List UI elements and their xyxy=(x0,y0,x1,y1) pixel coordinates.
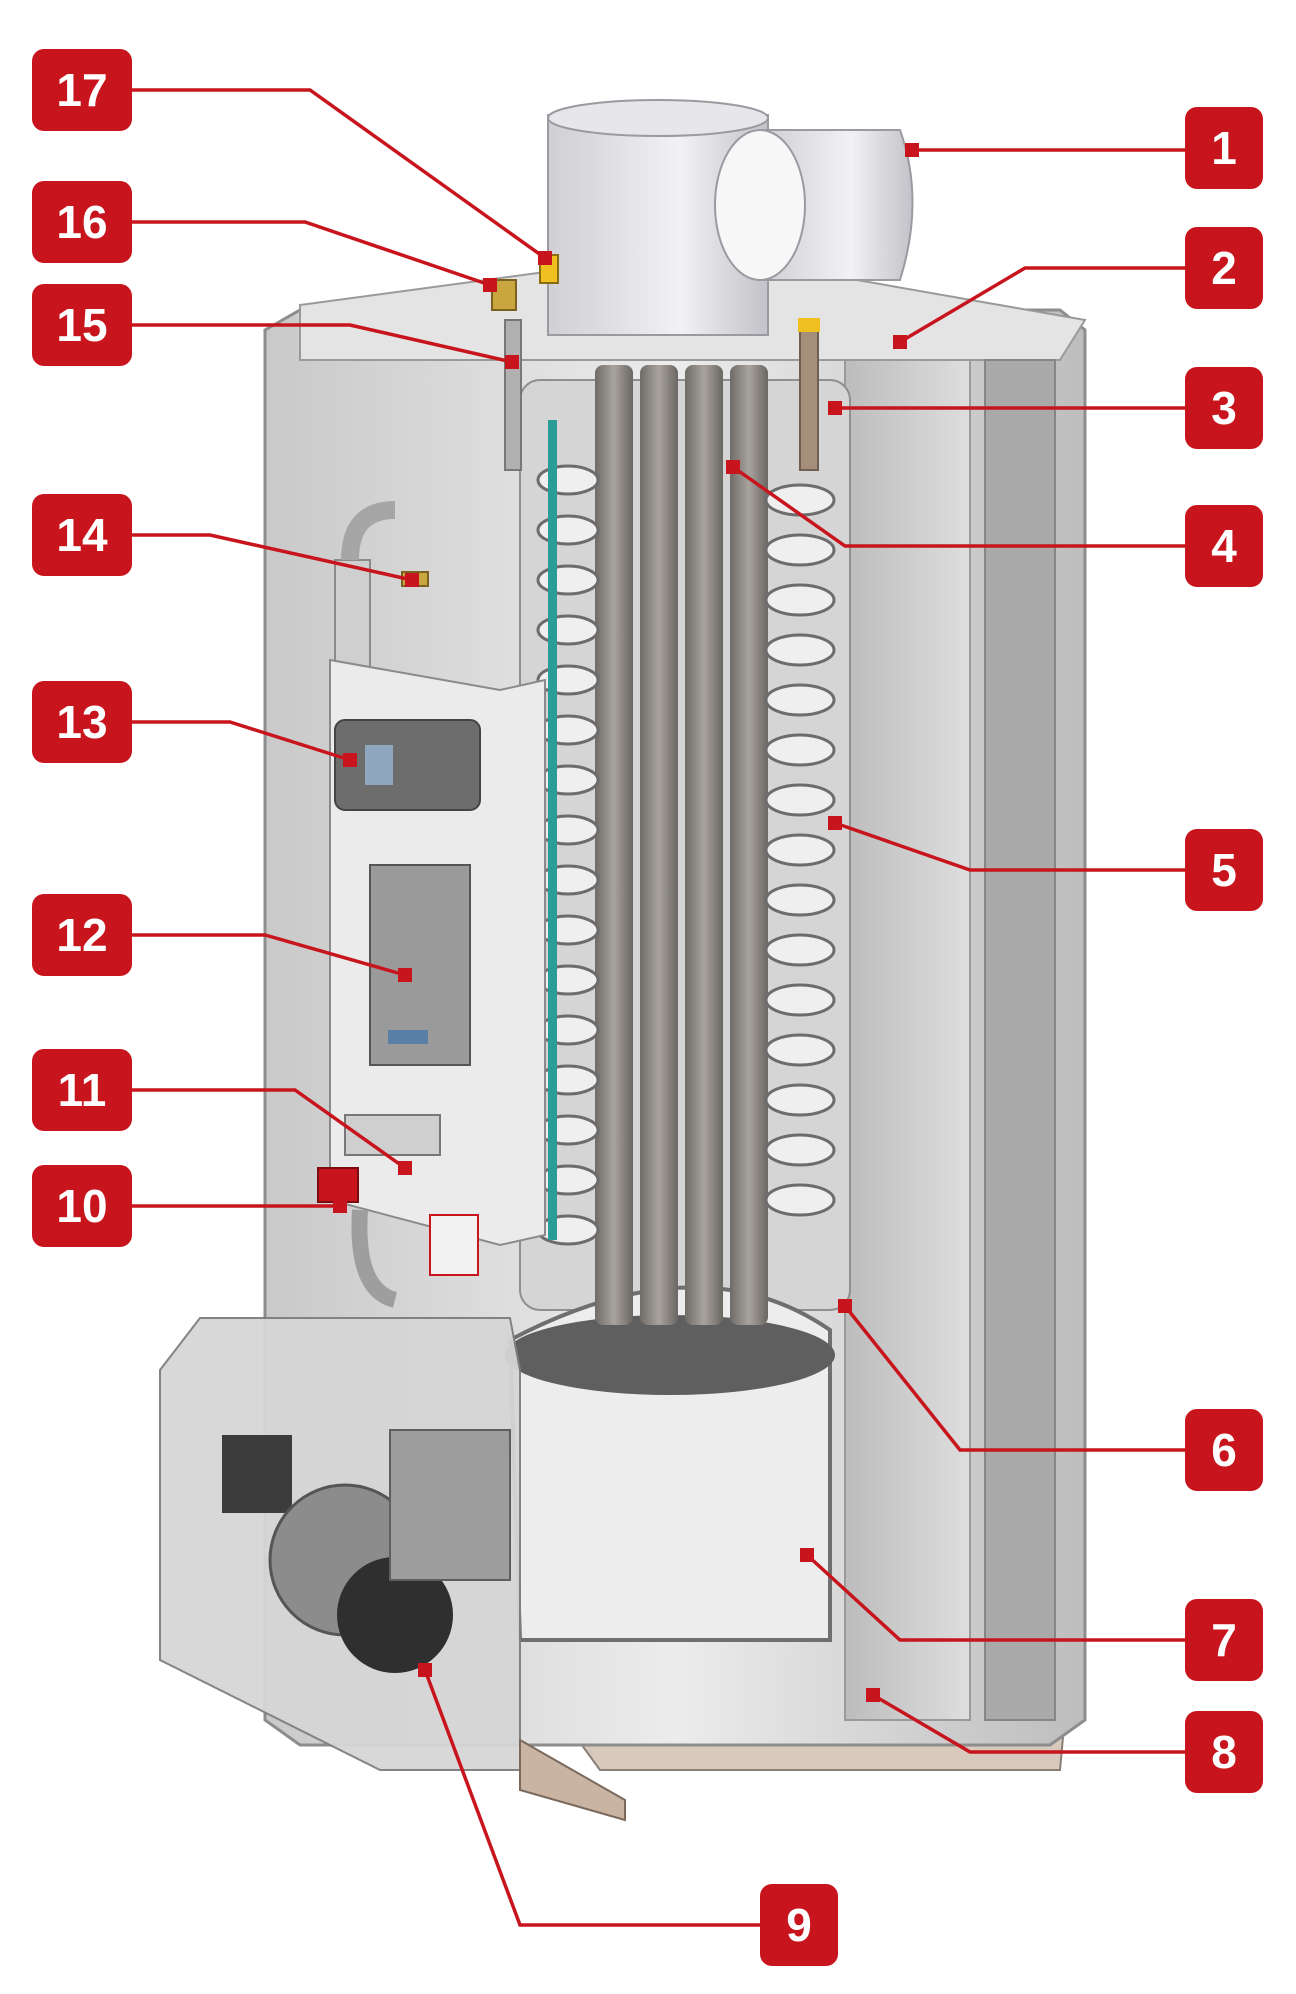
leader-14 xyxy=(130,533,413,582)
dot-5 xyxy=(828,816,842,830)
drain-pipe xyxy=(351,1209,398,1308)
dot-2 xyxy=(893,335,907,349)
callout-badge-7: 7 xyxy=(1185,1599,1263,1681)
dot-3 xyxy=(828,401,842,415)
callout-label-14: 14 xyxy=(56,509,108,561)
callout-badge-16: 16 xyxy=(32,181,132,263)
leader-8 xyxy=(872,1693,1185,1754)
callout-badge-13: 13 xyxy=(32,681,132,763)
dot-14 xyxy=(405,573,419,587)
callout-badge-1: 1 xyxy=(1185,107,1263,189)
control-screen xyxy=(365,745,393,785)
callout-badge-12: 12 xyxy=(32,894,132,976)
dot-12 xyxy=(398,968,412,982)
heat-exchanger-coil-right xyxy=(764,483,836,1217)
outer-cladding-strip xyxy=(984,359,1056,1721)
callout-badge-11: 11 xyxy=(32,1049,132,1131)
leader-15 xyxy=(130,323,513,364)
leader-17 xyxy=(130,88,547,260)
dot-11 xyxy=(398,1161,412,1175)
callout-badge-2: 2 xyxy=(1185,227,1263,309)
callout-label-2: 2 xyxy=(1211,242,1237,294)
burner-flange xyxy=(389,1429,511,1581)
callout-label-11: 11 xyxy=(58,1064,107,1116)
leader-13 xyxy=(130,720,351,762)
callout-badge-8: 8 xyxy=(1185,1711,1263,1793)
callout-label-8: 8 xyxy=(1211,1726,1237,1778)
control-box xyxy=(329,658,546,1276)
burner xyxy=(159,1317,626,1822)
leader-16 xyxy=(130,220,491,287)
control-display-panel xyxy=(334,719,481,811)
callout-label-4: 4 xyxy=(1211,520,1237,572)
callout-badge-3: 3 xyxy=(1185,367,1263,449)
dot-8 xyxy=(866,1688,880,1702)
callout-lines xyxy=(130,88,1185,1927)
teal-pipe xyxy=(548,420,557,1240)
leader-11 xyxy=(130,1088,407,1170)
dot-17 xyxy=(538,251,552,265)
burner-motor xyxy=(222,1435,292,1513)
boiler-illustration xyxy=(159,99,1087,1822)
callout-label-12: 12 xyxy=(56,909,107,961)
callout-label-7: 7 xyxy=(1211,1614,1237,1666)
callout-badge-15: 15 xyxy=(32,284,132,366)
dot-6 xyxy=(838,1299,852,1313)
leader-12 xyxy=(130,933,406,977)
warning-sticker xyxy=(429,1214,479,1276)
leader-6 xyxy=(843,1304,1185,1452)
leader-9 xyxy=(423,1669,775,1927)
pcb-connector xyxy=(388,1030,428,1044)
dot-4 xyxy=(726,460,740,474)
leader-5 xyxy=(834,821,1185,872)
callout-label-17: 17 xyxy=(56,64,107,116)
callout-label-10: 10 xyxy=(56,1180,107,1232)
callout-badge-9: 9 xyxy=(760,1884,838,1966)
callout-badge-6: 6 xyxy=(1185,1409,1263,1491)
dot-9 xyxy=(418,1663,432,1677)
callout-dots xyxy=(333,143,919,1702)
dot-15 xyxy=(505,355,519,369)
pipe-insulation xyxy=(334,559,371,671)
callout-label-15: 15 xyxy=(56,299,107,351)
callout-badge-4: 4 xyxy=(1185,505,1263,587)
callout-label-13: 13 xyxy=(56,696,107,748)
burner-fan-cover xyxy=(337,1557,453,1673)
callout-badge-17: 17 xyxy=(32,49,132,131)
dot-1 xyxy=(905,143,919,157)
dot-7 xyxy=(800,1548,814,1562)
callout-label-1: 1 xyxy=(1211,122,1237,174)
dot-13 xyxy=(343,753,357,767)
leader-7 xyxy=(805,1553,1185,1642)
leader-4 xyxy=(731,465,1185,548)
callout-badge-10: 10 xyxy=(32,1165,132,1247)
insulation-panel xyxy=(844,359,971,1721)
callout-label-16: 16 xyxy=(56,196,107,248)
callout-label-5: 5 xyxy=(1211,844,1237,896)
burner-mount-foot xyxy=(519,1738,626,1822)
safety-valve-10 xyxy=(317,1167,359,1203)
callout-label-9: 9 xyxy=(786,1899,812,1951)
valve-stem-15 xyxy=(504,319,522,471)
callout-badge-14: 14 xyxy=(32,494,132,576)
callout-label-6: 6 xyxy=(1211,1424,1237,1476)
callout-badge-5: 5 xyxy=(1185,829,1263,911)
sensor-sleeve xyxy=(799,319,819,471)
chamber-dome xyxy=(505,1315,835,1395)
leader-2 xyxy=(899,266,1185,344)
smoke-tubes xyxy=(595,365,768,1325)
flue-outlet xyxy=(547,99,914,336)
callout-label-3: 3 xyxy=(1211,382,1237,434)
dot-10 xyxy=(333,1199,347,1213)
sensor-cap xyxy=(798,318,820,332)
elbow-pipe xyxy=(341,501,396,561)
dot-16 xyxy=(483,278,497,292)
